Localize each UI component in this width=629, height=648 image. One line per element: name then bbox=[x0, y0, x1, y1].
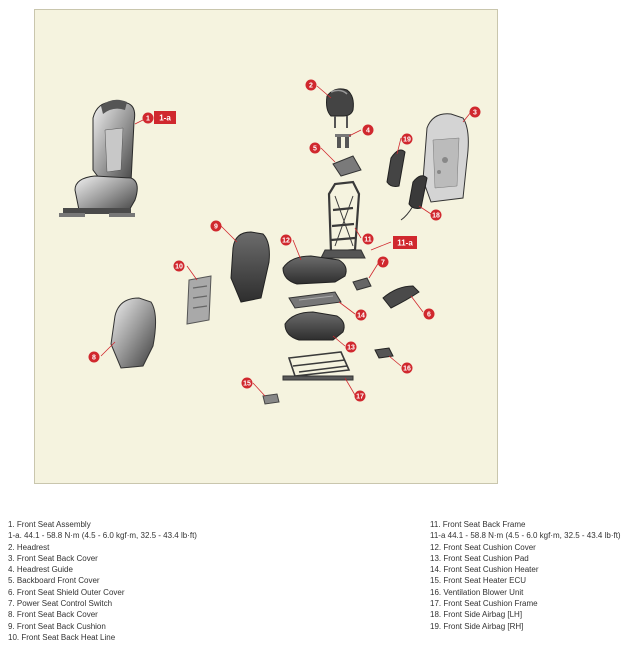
callout-7: 7 bbox=[377, 256, 389, 268]
front-seat-assembly bbox=[59, 99, 138, 217]
side-airbag-rh bbox=[386, 149, 406, 187]
legend-item: 4. Headrest Guide bbox=[8, 565, 73, 575]
callout-8: 8 bbox=[88, 351, 100, 363]
svg-text:5: 5 bbox=[313, 146, 317, 153]
svg-text:16: 16 bbox=[403, 366, 411, 373]
ventilation-blower-unit bbox=[374, 347, 394, 359]
legend-item: 11. Front Seat Back Frame bbox=[430, 520, 526, 529]
svg-text:1-a: 1-a bbox=[159, 114, 171, 123]
legend-item: 9. Front Seat Back Cushion bbox=[8, 621, 106, 631]
front-seat-shield-outer-cover bbox=[382, 285, 420, 309]
svg-text:13: 13 bbox=[347, 345, 355, 352]
svg-text:10: 10 bbox=[175, 264, 183, 271]
backboard-front-cover bbox=[332, 155, 362, 177]
legend-item: 12. Front Seat Cushion Cover bbox=[430, 542, 536, 552]
callout-2: 2 bbox=[305, 79, 317, 91]
legend-item: 15. Front Seat Heater ECU bbox=[430, 576, 527, 586]
legend-item: 5. Backboard Front Cover bbox=[8, 576, 100, 586]
svg-text:3: 3 bbox=[473, 110, 477, 117]
legend-item: 16. Ventilation Blower Unit bbox=[430, 587, 524, 597]
legend-item: 19. Front Side Airbag [RH] bbox=[430, 621, 524, 631]
callout-14: 14 bbox=[355, 309, 367, 321]
callout-13: 13 bbox=[345, 341, 357, 353]
leader-lines bbox=[100, 85, 472, 397]
svg-text:7: 7 bbox=[381, 260, 385, 267]
legend-item: 1-a. 44.1 - 58.8 N·m (4.5 - 6.0 kgf·m, 3… bbox=[8, 531, 197, 541]
svg-text:17: 17 bbox=[356, 394, 364, 401]
svg-text:11: 11 bbox=[364, 237, 372, 244]
svg-text:6: 6 bbox=[427, 312, 431, 319]
callout-17: 17 bbox=[354, 390, 366, 402]
svg-text:15: 15 bbox=[243, 381, 251, 388]
legend-left-column: 1. Front Seat Assembly 1-a. 44.1 - 58.8 … bbox=[8, 519, 197, 643]
callout-1a-tag: 1-a bbox=[154, 111, 176, 124]
svg-text:18: 18 bbox=[432, 213, 440, 220]
callout-11: 11 bbox=[362, 233, 374, 245]
headrest-guide bbox=[335, 134, 351, 148]
callout-15: 15 bbox=[241, 377, 253, 389]
svg-text:12: 12 bbox=[282, 238, 290, 245]
legend-item: 14. Front Seat Cushion Heater bbox=[430, 565, 539, 575]
legend-item: 10. Front Seat Back Heat Line bbox=[8, 632, 116, 642]
power-seat-control-switch bbox=[352, 277, 372, 291]
svg-text:2: 2 bbox=[309, 83, 313, 90]
legend-item: 6. Front Seat Shield Outer Cover bbox=[8, 587, 125, 597]
svg-text:11-a: 11-a bbox=[397, 239, 413, 248]
front-seat-cushion-pad bbox=[284, 311, 345, 341]
callout-19: 19 bbox=[401, 133, 413, 145]
front-seat-heater-ecu bbox=[262, 393, 280, 405]
headrest bbox=[326, 88, 354, 128]
callout-12: 12 bbox=[280, 234, 292, 246]
front-seat-back-heat-line bbox=[186, 275, 212, 325]
legend-item: 17. Front Seat Cushion Frame bbox=[430, 599, 538, 609]
callout-4: 4 bbox=[362, 124, 374, 136]
callout-16: 16 bbox=[401, 362, 413, 374]
callout-11a-tag: 11-a bbox=[393, 236, 417, 249]
svg-text:1: 1 bbox=[146, 116, 150, 123]
legend-item: 18. Front Side Airbag [LH] bbox=[430, 610, 523, 620]
svg-text:14: 14 bbox=[357, 313, 365, 320]
legend-item: 11-a 44.1 - 58.8 N·m (4.5 - 6.0 kgf·m, 3… bbox=[430, 531, 621, 541]
svg-text:8: 8 bbox=[92, 355, 96, 362]
legend-item: 2. Headrest bbox=[8, 542, 50, 552]
svg-text:9: 9 bbox=[214, 224, 218, 231]
callout-1: 1 bbox=[142, 112, 154, 124]
callout-9: 9 bbox=[210, 220, 222, 232]
front-seat-back-cover-rear bbox=[422, 113, 469, 203]
legend-item: 13. Front Seat Cushion Pad bbox=[430, 553, 529, 563]
side-airbag-lh bbox=[400, 175, 428, 221]
svg-text:4: 4 bbox=[366, 128, 370, 135]
callout-10: 10 bbox=[173, 260, 185, 272]
callout-3: 3 bbox=[469, 106, 481, 118]
front-seat-cushion-frame bbox=[282, 351, 354, 381]
legend-item: 8. Front Seat Back Cover bbox=[8, 610, 98, 620]
legend-right-column: 11. Front Seat Back Frame 11-a 44.1 - 58… bbox=[430, 519, 621, 632]
callout-18: 18 bbox=[430, 209, 442, 221]
exploded-view-diagram: 1 1-a 2 3 4 5 6 7 8 9 10 11 11-a 12 13 1… bbox=[34, 9, 498, 484]
legend-item: 1. Front Seat Assembly bbox=[8, 520, 91, 529]
callout-6: 6 bbox=[423, 308, 435, 320]
callout-5: 5 bbox=[309, 142, 321, 154]
front-seat-back-cover bbox=[110, 297, 157, 369]
front-seat-cushion-heater bbox=[288, 291, 342, 309]
svg-text:19: 19 bbox=[403, 137, 411, 144]
front-seat-back-frame bbox=[320, 180, 366, 259]
front-seat-cushion-cover bbox=[282, 255, 347, 285]
parts-illustration: 1 1-a 2 3 4 5 6 7 8 9 10 11 11-a 12 13 1… bbox=[59, 79, 481, 405]
front-seat-back-cushion bbox=[230, 231, 270, 303]
legend-item: 3. Front Seat Back Cover bbox=[8, 553, 98, 563]
legend-item: 7. Power Seat Control Switch bbox=[8, 599, 113, 609]
